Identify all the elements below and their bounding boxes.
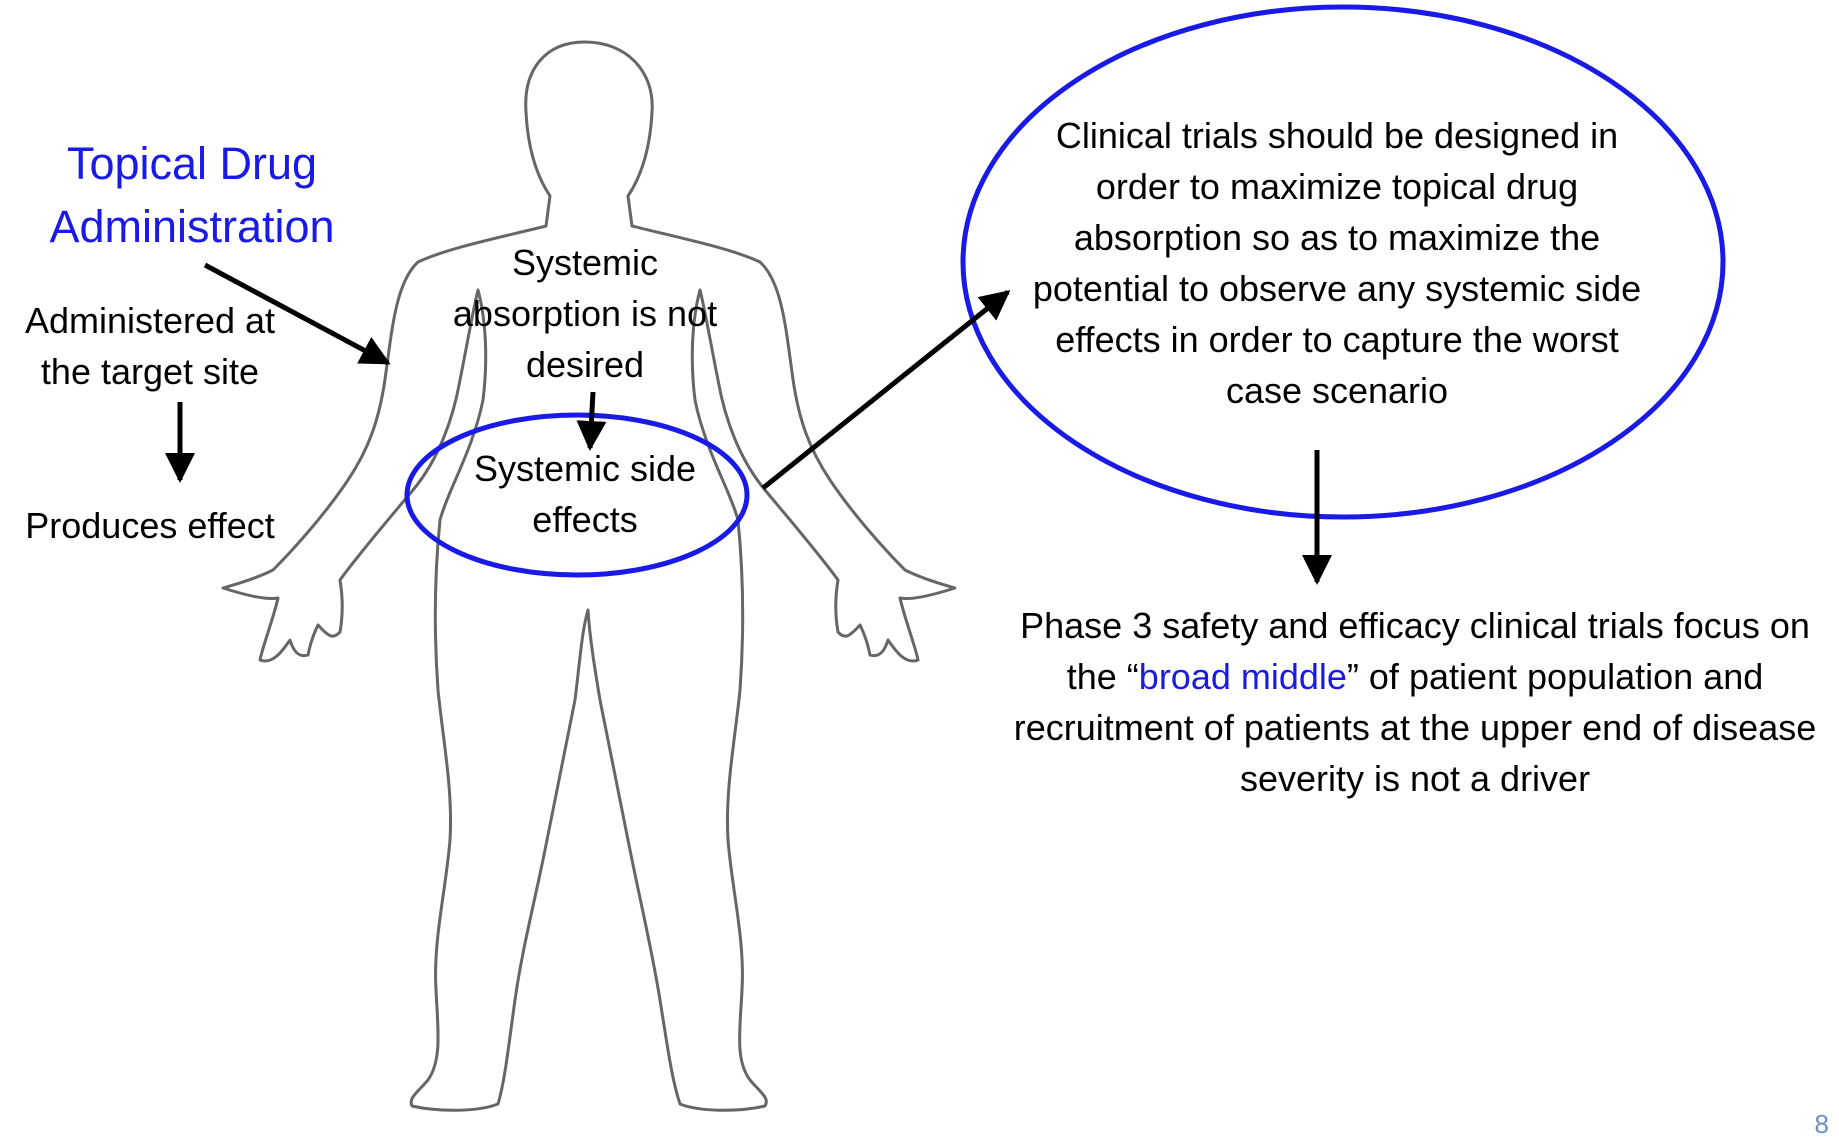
side-effects-to-trials-arrow: [761, 290, 1011, 490]
topical-drug-title: Topical Drug Administration: [49, 138, 335, 252]
broad-middle-highlight: broad middle: [1138, 656, 1347, 697]
phase3-text: Phase 3 safety and efficacy clinical tri…: [1000, 600, 1830, 804]
phase3-text-after: ” of patient population and recruitment …: [1013, 656, 1817, 799]
page-number: 8: [1814, 1109, 1829, 1139]
phase3-text-before: Phase 3 safety and efficacy clinical tri…: [1020, 605, 1810, 697]
absorption-label: Systemic absorption is not desired: [452, 242, 718, 385]
produces-effect-label: Produces effect: [25, 505, 275, 546]
absorption-to-side-effects-arrow: [576, 391, 607, 451]
human-body-outline: [221, 40, 957, 1112]
trials-design-text: Clinical trials should be designed in or…: [1032, 115, 1642, 411]
title-to-body-arrow: [203, 262, 391, 366]
administered-label: Administered at the target site: [24, 300, 276, 392]
side-effects-ellipse: [404, 412, 750, 578]
side-effects-label: Systemic side effects: [473, 448, 697, 540]
clinical-trials-ellipse: [960, 4, 1726, 520]
